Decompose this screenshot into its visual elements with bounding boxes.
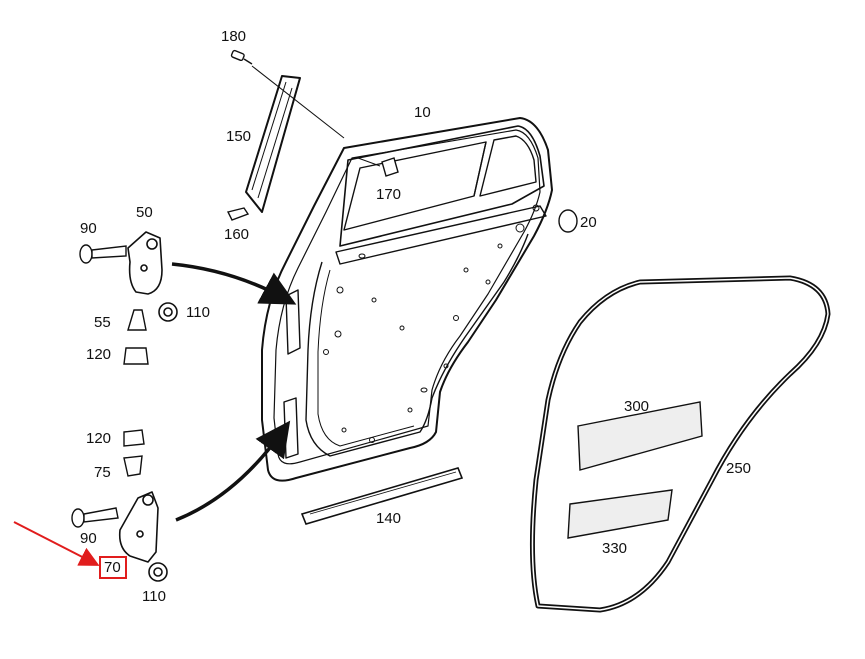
callout-150: 150 (226, 128, 252, 145)
callout-110-lower: 110 (142, 588, 166, 605)
screw-180 (230, 49, 253, 65)
callout-250: 250 (726, 460, 752, 477)
callout-50: 50 (136, 204, 153, 221)
highlighted-callout-70: 70 (99, 556, 127, 579)
nut-110-lower (148, 562, 168, 582)
door-seal (529, 275, 831, 613)
callout-170: 170 (376, 186, 402, 203)
arrow-lower-hinge (175, 420, 291, 522)
callout-330: 330 (602, 540, 628, 557)
nut-110-upper (158, 302, 178, 322)
callout-110-upper: 110 (186, 304, 210, 321)
pin-75 (123, 455, 143, 477)
callout-10: 10 (414, 104, 431, 121)
pin-55 (127, 309, 147, 331)
patch-330 (567, 489, 673, 539)
sill-strip (300, 467, 464, 525)
leader-180-to-door (251, 65, 345, 139)
callout-55: 55 (94, 314, 111, 331)
door-shell (261, 117, 553, 482)
callout-300: 300 (624, 398, 650, 415)
callout-75: 75 (94, 464, 111, 481)
red-pointer-arrow (13, 521, 100, 566)
callout-140: 140 (376, 510, 402, 527)
plug-20 (558, 209, 578, 233)
bolt-90-lower (71, 507, 119, 528)
patch-300 (577, 401, 703, 471)
hinge-upper-50 (127, 231, 163, 295)
cap-120-upper (123, 347, 149, 365)
clip-160 (226, 207, 250, 221)
window-channel-strip (245, 75, 301, 213)
callout-160: 160 (224, 226, 250, 243)
callout-120-lower: 120 (86, 430, 112, 447)
clip-170 (381, 157, 399, 177)
callout-90-upper: 90 (80, 220, 97, 237)
callout-90-lower: 90 (80, 530, 97, 547)
callout-120-upper: 120 (86, 346, 112, 363)
arrow-upper-hinge (171, 262, 297, 305)
hinge-lower-70 (118, 491, 159, 563)
cap-120-lower (123, 429, 145, 447)
bolt-90-upper (79, 244, 127, 264)
callout-20: 20 (580, 214, 597, 231)
callout-180: 180 (221, 28, 247, 45)
leader-170 (357, 157, 381, 167)
callout-70: 70 (104, 559, 121, 576)
